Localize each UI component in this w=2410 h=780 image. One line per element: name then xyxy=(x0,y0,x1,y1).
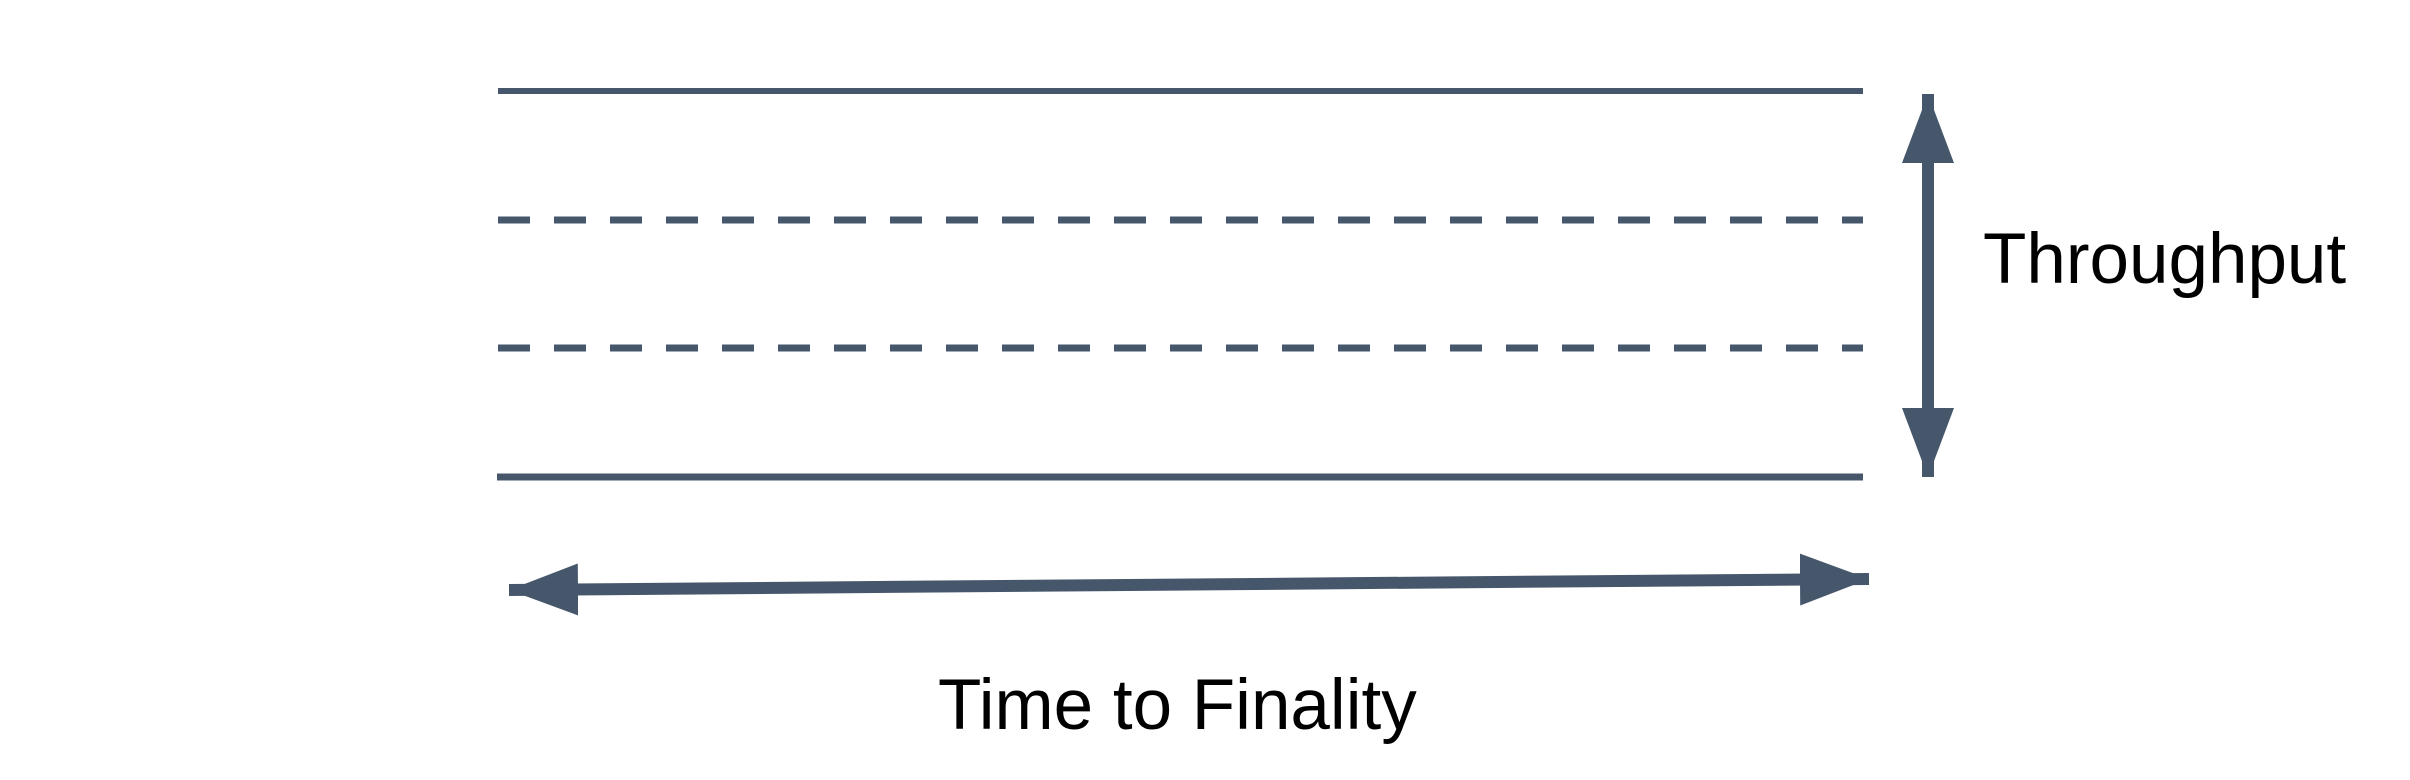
time-to-finality-label: Time to Finality xyxy=(938,666,1417,745)
time-to-finality-arrow-icon xyxy=(508,553,1870,616)
throughput-label: Throughput xyxy=(1983,220,2347,299)
